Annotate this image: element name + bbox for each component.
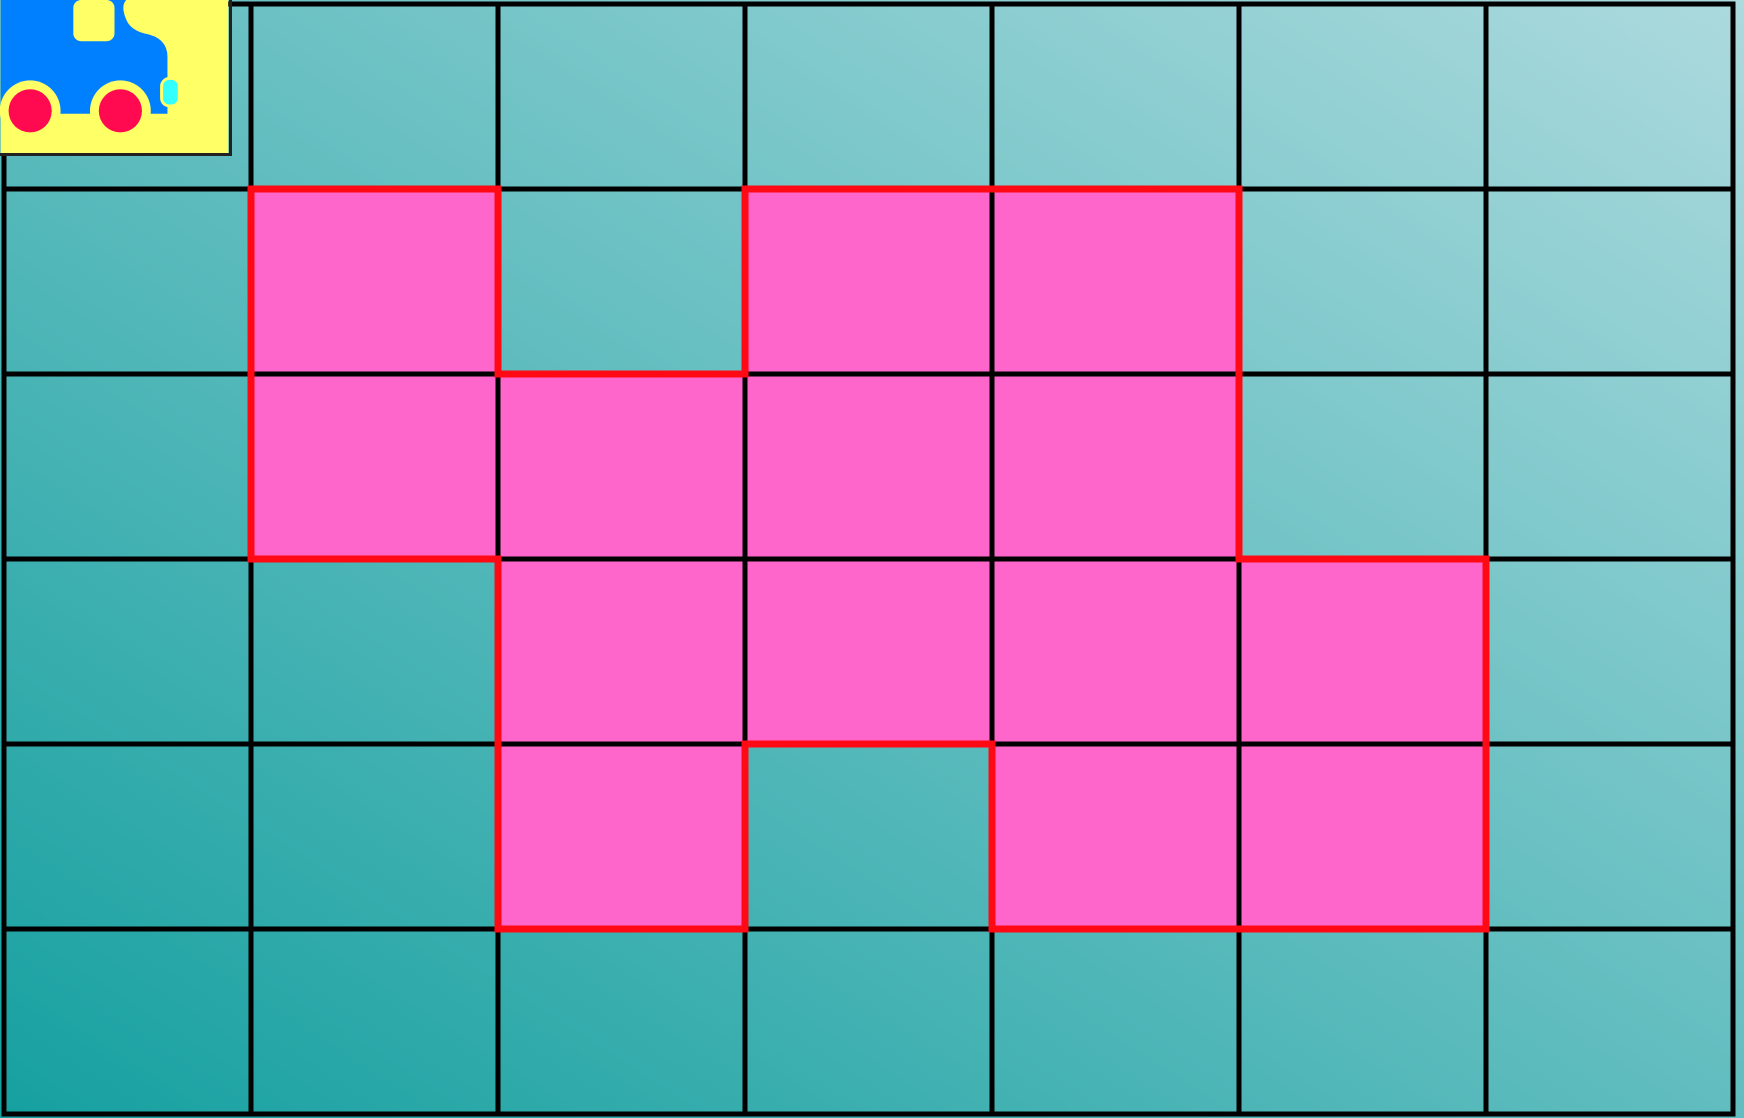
truck-card[interactable]: [0, 0, 232, 156]
highlighted-cell[interactable]: [992, 189, 1239, 374]
highlighted-cell[interactable]: [251, 189, 498, 374]
highlighted-cell[interactable]: [498, 559, 745, 744]
highlighted-cell[interactable]: [992, 744, 1239, 929]
highlighted-cell[interactable]: [745, 559, 992, 744]
highlighted-cell[interactable]: [251, 374, 498, 559]
highlighted-cell[interactable]: [745, 374, 992, 559]
truck-wheel-front: [99, 89, 142, 132]
highlighted-cell[interactable]: [992, 374, 1239, 559]
highlighted-cell[interactable]: [745, 189, 992, 374]
truck-window: [73, 0, 114, 41]
highlighted-cell[interactable]: [498, 374, 745, 559]
truck-wheel-rear: [9, 89, 52, 132]
highlighted-cell[interactable]: [1239, 559, 1486, 744]
truck-icon: [0, 0, 229, 153]
highlighted-cell[interactable]: [1239, 744, 1486, 929]
highlighted-cell[interactable]: [992, 559, 1239, 744]
highlighted-cell[interactable]: [498, 744, 745, 929]
truck-light: [162, 78, 180, 105]
